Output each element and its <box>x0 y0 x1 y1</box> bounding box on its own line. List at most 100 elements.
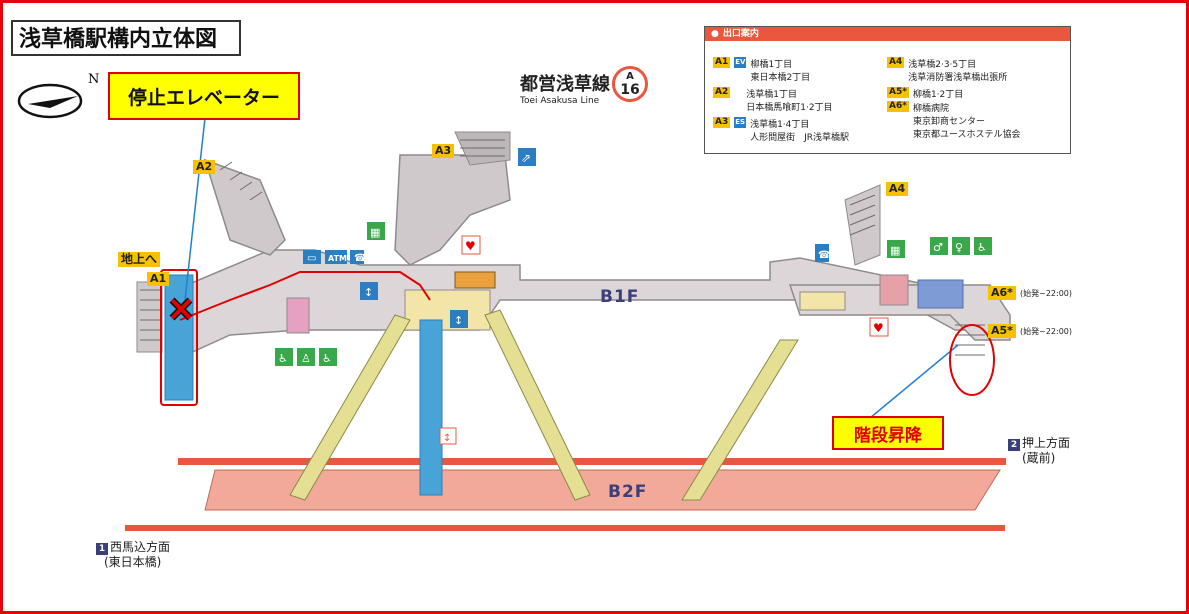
line-name-jp: 都営浅草線 <box>520 74 610 95</box>
svg-text:♂: ♂ <box>933 241 943 254</box>
svg-text:♥: ♥ <box>873 321 884 335</box>
stairs-mid-b2 <box>484 309 591 501</box>
legend-line: 浅草消防署浅草橋出張所 <box>908 73 1008 83</box>
exit-a5-hours: (始発~22:00) <box>1020 327 1072 336</box>
legend-a4: A4 浅草橋2·3·5丁目浅草消防署浅草橋出張所 <box>887 57 1007 83</box>
legend-a3: A3 ES 浅草橋1·4丁目人形問屋街 JR浅草橋駅 <box>713 117 849 143</box>
direction-left-name: 西馬込方面 <box>110 540 171 554</box>
map-title: 浅草橋駅構内立体図 <box>11 20 241 56</box>
legend-line: 日本橋馬喰町1·2丁目 <box>746 103 833 113</box>
direction-left-sub: (東日本橋) <box>104 555 162 569</box>
elevator-icon: ↕ <box>360 282 378 300</box>
room-blue <box>917 279 964 309</box>
legend-ev-badge: EV <box>734 57 747 68</box>
stairs-lift-highlight <box>949 324 995 396</box>
elevator-icon-fare: ↕ <box>450 310 468 328</box>
line-info: 都営浅草線 Toei Asakusa Line <box>520 70 610 106</box>
toilet-icon: ♂ ♀ ♿ <box>930 237 992 255</box>
legend-line: 浅草橋2·3·5丁目 <box>908 60 977 70</box>
svg-text:♙: ♙ <box>301 352 311 365</box>
a2-passage <box>203 158 286 256</box>
legend-line: 人形問屋街 JR浅草橋駅 <box>750 133 849 143</box>
svg-text:♿: ♿ <box>977 241 987 254</box>
legend-header: ●出口案内 <box>705 27 1070 41</box>
legend-title: 出口案内 <box>722 29 759 39</box>
elevator-a1 <box>164 274 194 401</box>
stair-hatching <box>140 139 985 356</box>
kiosk <box>286 297 310 334</box>
svg-text:▦: ▦ <box>370 226 380 239</box>
legend-line: 柳橋1·2丁目 <box>912 90 964 100</box>
direction-right-name: 押上方面 <box>1022 436 1071 450</box>
locker-icon-east: ▦ <box>887 240 905 258</box>
svg-text:♥: ♥ <box>465 239 476 253</box>
locker-icon: ▦ <box>367 222 385 240</box>
exit-a1-label: A1 <box>147 272 170 286</box>
legend-line: 柳橋病院 <box>912 104 949 114</box>
legend-tag: A6* <box>887 101 909 112</box>
a3-passage <box>394 154 511 266</box>
rail-top <box>178 458 1006 465</box>
legend-tag: A4 <box>887 57 905 68</box>
room-pink <box>879 274 909 306</box>
fare-area <box>404 289 491 331</box>
callout-leader-elevator <box>184 117 206 301</box>
rail-bottom <box>125 525 1005 531</box>
svg-text:♀: ♀ <box>955 241 963 254</box>
phone-icon-east: ☎ <box>815 244 830 262</box>
legend-a2: A2 浅草橋1丁目日本橋馬喰町1·2丁目 <box>713 87 833 113</box>
legend-tag: A2 <box>713 87 731 98</box>
elevator-a1-highlight <box>160 269 198 406</box>
cross-mark-icon <box>169 297 193 321</box>
floor-b1f: B1F <box>600 287 640 307</box>
direction-left-num: 1 <box>96 543 108 555</box>
svg-text:☎: ☎ <box>354 253 366 264</box>
exit-a6-hours: (始発~22:00) <box>1020 289 1072 298</box>
callout-stairs-lift: 階段昇降 <box>832 416 944 450</box>
exit-a4-label: A4 <box>886 182 909 196</box>
gate-east <box>799 291 846 311</box>
direction-right-num: 2 <box>1008 439 1020 451</box>
legend-es-badge: ES <box>734 117 747 128</box>
floor-b2f: B2F <box>608 482 648 502</box>
legend-tag: A5* <box>887 87 909 98</box>
svg-text:↕: ↕ <box>454 314 463 327</box>
escalator-icon: ⇗ <box>518 148 536 166</box>
atm-icon: ATM <box>325 250 347 264</box>
legend-a6: A6* 柳橋病院東京卸商センター東京都ユースホステル協会 <box>887 101 1021 140</box>
a4-passage <box>844 184 881 266</box>
station-code-letter: A <box>626 71 634 82</box>
callout-stopped-elevator: 停止エレベーター <box>108 72 300 120</box>
legend-tag: A1 <box>713 57 731 68</box>
exit-a6-label: A6* <box>988 286 1016 300</box>
svg-text:▦: ▦ <box>890 244 900 257</box>
a1-stairs <box>136 281 163 353</box>
exit-a3-label: A3 <box>432 144 455 158</box>
svg-text:♿: ♿ <box>322 352 332 365</box>
accessible-route <box>179 271 431 321</box>
exit-a2-label: A2 <box>193 160 216 174</box>
svg-text:⇗: ⇗ <box>521 151 531 165</box>
elevator-icon-b2: ↕ <box>439 427 457 445</box>
line-name-en: Toei Asakusa Line <box>520 96 600 106</box>
svg-text:☎: ☎ <box>818 250 830 261</box>
station-code-number: 16 <box>620 82 640 98</box>
direction-right-sub: (蔵前) <box>1022 451 1056 465</box>
svg-text:♿: ♿ <box>278 352 288 365</box>
legend-a5: A5* 柳橋1·2丁目 <box>887 87 963 100</box>
legend-line: 浅草橋1丁目 <box>746 90 797 100</box>
callout-leader-stairs <box>869 344 959 419</box>
aed-icon: ♥ <box>461 235 481 255</box>
accessible-icon: ♿ ♙ ♿ <box>275 348 337 366</box>
legend-line: 柳橋1丁目 <box>750 60 793 70</box>
info-icon: ● <box>711 29 719 39</box>
legend-line: 浅草橋1·4丁目 <box>750 120 810 130</box>
svg-text:↕: ↕ <box>364 286 373 299</box>
legend-line: 東京都ユースホステル協会 <box>912 130 1021 140</box>
compass-icon <box>17 83 83 119</box>
ticket-office <box>454 271 496 289</box>
exit-a5-label: A5* <box>988 324 1016 338</box>
